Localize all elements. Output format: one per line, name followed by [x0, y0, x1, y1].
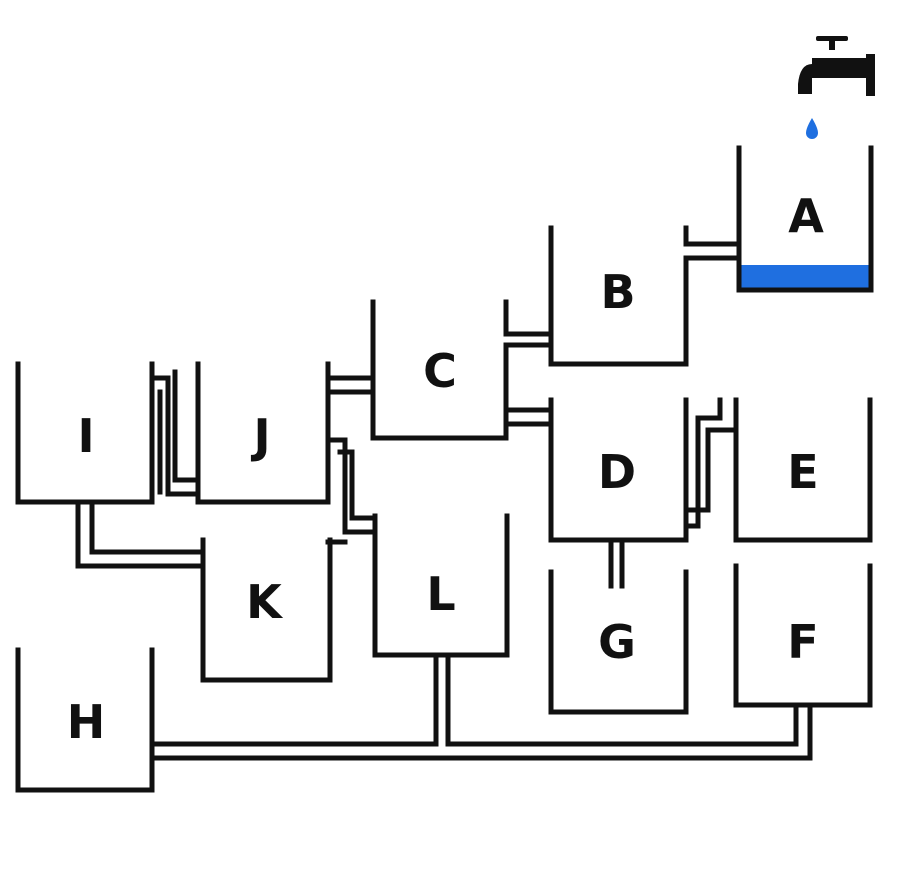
pipe-l-f: [445, 702, 813, 761]
container-label-e: E: [787, 445, 818, 499]
container-h: H: [15, 647, 155, 793]
container-label-a: A: [788, 189, 824, 243]
pipe-l-h: [149, 652, 813, 761]
container-label-h: H: [67, 695, 106, 749]
pipe-c-d: [503, 407, 554, 427]
container-i: I: [15, 361, 155, 505]
container-a: A: [736, 145, 874, 293]
container-b: B: [548, 225, 689, 367]
water-tap-icon: [798, 36, 875, 96]
container-c: C: [370, 299, 509, 441]
container-l: L: [372, 513, 510, 658]
pipe-b-c: [503, 299, 554, 348]
pipe-d-g: [608, 537, 625, 589]
container-label-l: L: [426, 567, 455, 621]
water-level-a: [740, 265, 869, 289]
container-j: J: [195, 361, 331, 505]
container-label-i: I: [77, 409, 94, 463]
pipe-j-l: [325, 437, 378, 545]
container-label-b: B: [600, 265, 635, 319]
container-label-j: J: [250, 409, 270, 463]
pipe-j-i: [149, 361, 201, 497]
container-e: E: [733, 397, 873, 543]
container-k: K: [200, 537, 333, 683]
container-g: G: [548, 569, 689, 715]
container-label-k: K: [246, 575, 284, 629]
container-label-f: F: [787, 615, 818, 669]
pipe-d-e: [683, 397, 739, 529]
pipe-a-b: [683, 225, 742, 261]
water-drop-icon: [806, 118, 818, 139]
pipe-c-j: [325, 361, 376, 395]
container-d: D: [548, 397, 689, 543]
container-f: F: [733, 563, 873, 708]
container-label-g: G: [598, 615, 636, 669]
pipe-i-k: [75, 499, 206, 569]
container-label-c: C: [423, 344, 457, 398]
container-label-d: D: [598, 445, 636, 499]
